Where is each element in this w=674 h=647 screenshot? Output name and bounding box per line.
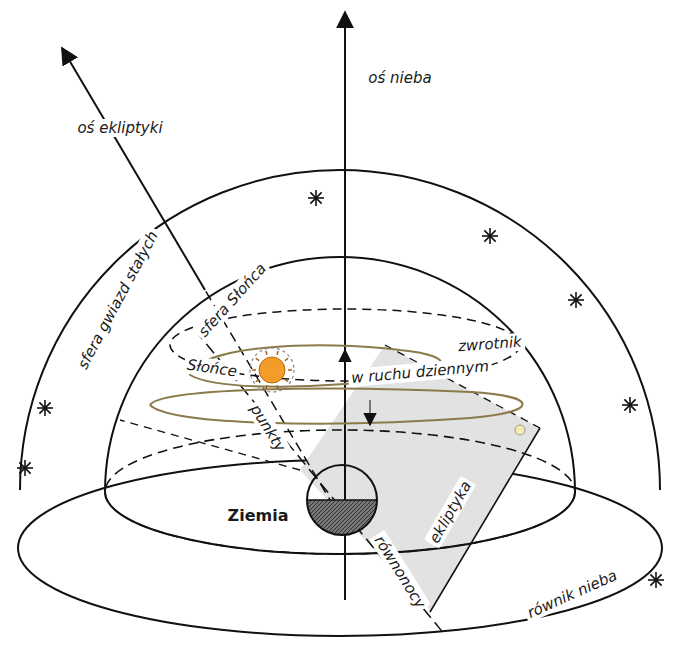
star-stroke xyxy=(650,574,661,585)
sun-ray xyxy=(256,379,259,381)
sun-ray xyxy=(256,358,259,360)
star-stroke xyxy=(484,230,495,241)
axis-tick-arrow xyxy=(344,350,346,360)
motion-arrow xyxy=(369,400,371,425)
celestial-equator-inner xyxy=(105,430,575,554)
star-stroke xyxy=(39,402,50,413)
sun-ray xyxy=(266,351,267,355)
star-stroke xyxy=(624,399,635,410)
ecliptic-dashed xyxy=(385,345,540,428)
sun-ray xyxy=(288,369,292,371)
sun-sphere-arc xyxy=(105,257,575,492)
ecliptic-point xyxy=(515,425,525,435)
sun-ray xyxy=(266,385,267,389)
axis-label: oś ekliptyki xyxy=(74,119,165,137)
sun-ray xyxy=(277,385,278,389)
star-stroke xyxy=(19,462,30,473)
earth-symbol xyxy=(307,465,377,535)
sun-ray xyxy=(285,379,288,381)
sphere-label: sfera gwiazd stałych xyxy=(73,225,164,374)
sun-symbol xyxy=(250,348,294,392)
earth-label: Ziemia xyxy=(225,506,292,525)
ecliptic-axis-dashed xyxy=(205,290,342,520)
equator-label: równik nieba xyxy=(522,565,623,623)
sun-daily-path-2 xyxy=(150,388,523,423)
axis-label: oś nieba xyxy=(365,69,434,87)
equinox-label: punkty xyxy=(245,399,291,458)
inner-base-front xyxy=(105,492,575,554)
star-stroke xyxy=(310,192,321,203)
sun-ray xyxy=(252,369,256,371)
sun-ray xyxy=(285,358,288,360)
sun-ray xyxy=(277,351,278,355)
tropic-label: zwrotnik xyxy=(455,333,526,356)
star-markers xyxy=(17,190,664,588)
star-stroke xyxy=(570,294,581,305)
